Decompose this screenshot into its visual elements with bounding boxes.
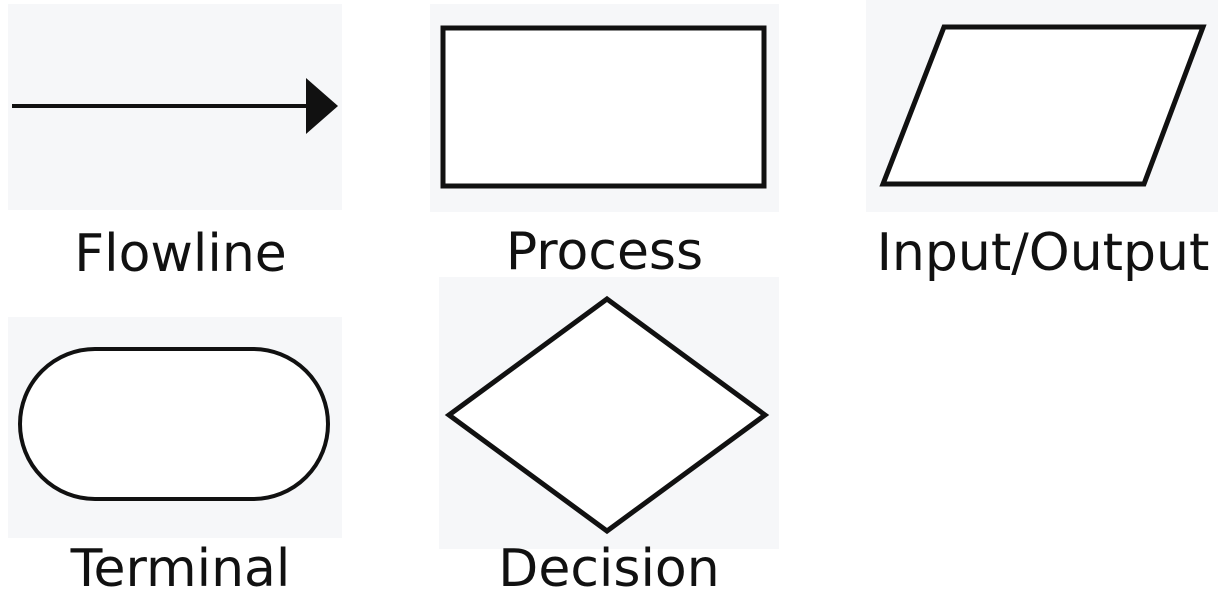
input-output-parallelogram-icon — [879, 24, 1207, 187]
flowline-arrow-icon — [12, 78, 338, 134]
terminal-rounded-rectangle-icon — [18, 347, 330, 501]
terminal-label: Terminal — [70, 539, 291, 599]
decision-label: Decision — [498, 539, 720, 599]
decision-symbol-panel — [439, 277, 779, 549]
decision-diamond-icon — [444, 295, 770, 535]
flowline-label: Flowline — [74, 224, 287, 284]
input-output-symbol-panel — [866, 0, 1218, 212]
terminal-symbol-panel — [8, 317, 342, 538]
process-label: Process — [505, 222, 704, 282]
input-output-label: Input/Output — [876, 223, 1210, 283]
flowline-symbol-panel — [8, 4, 342, 210]
process-rectangle-icon — [440, 25, 767, 189]
process-symbol-panel — [430, 4, 779, 212]
